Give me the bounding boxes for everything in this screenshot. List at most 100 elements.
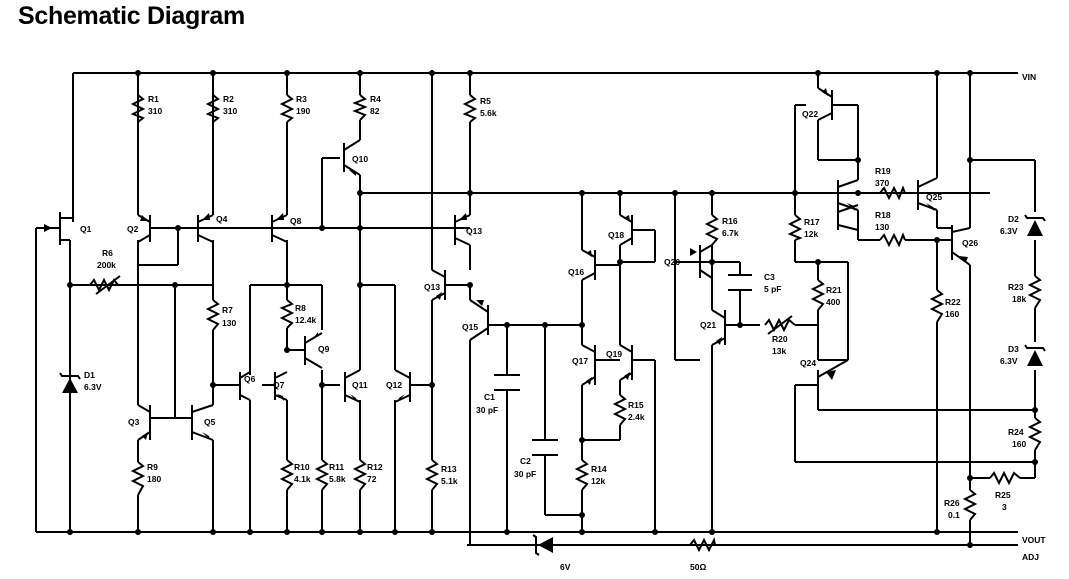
c1-value: 30 pF bbox=[476, 405, 498, 415]
r8-ref: R8 bbox=[295, 303, 306, 313]
r21-value: 400 bbox=[826, 297, 840, 307]
q9-label: Q9 bbox=[318, 344, 330, 354]
r5-value: 5.6k bbox=[480, 108, 497, 118]
resistor-r17: R17 12k bbox=[787, 214, 820, 241]
r5-ref: R5 bbox=[480, 96, 491, 106]
d1-ref: D1 bbox=[84, 370, 95, 380]
q22-label: Q22 bbox=[802, 109, 818, 119]
resistor-r18: R18 130 bbox=[875, 210, 906, 248]
wiring bbox=[69, 73, 1036, 546]
transistor-q24: Q24 bbox=[795, 358, 849, 410]
resistor-r8: R8 12.4k bbox=[279, 299, 317, 329]
resistor-r13: R13 5.1k bbox=[424, 459, 458, 491]
r26-ref: R26 bbox=[944, 498, 960, 508]
vin-label: VIN bbox=[1022, 72, 1036, 82]
resistor-r3: R3 190 bbox=[279, 94, 310, 123]
r4-ref: R4 bbox=[370, 94, 381, 104]
resistor-r16: R16 6.7k bbox=[704, 214, 739, 246]
transistor-q18: Q18 bbox=[608, 214, 633, 246]
page-title: Schematic Diagram bbox=[18, 2, 245, 30]
transistor-q1: Q1 bbox=[36, 212, 92, 250]
resistor-r10: R10 4.1k bbox=[279, 459, 311, 491]
r13-value: 5.1k bbox=[441, 476, 458, 486]
q26-label: Q26 bbox=[962, 238, 978, 248]
r23-value: 18k bbox=[1012, 294, 1026, 304]
r7-ref: R7 bbox=[222, 305, 233, 315]
q19-label: Q19 bbox=[606, 349, 622, 359]
transistor-q2: Q2 bbox=[127, 214, 151, 243]
q1-label: Q1 bbox=[80, 224, 92, 234]
resistor-r5: R5 5.6k bbox=[462, 94, 497, 123]
r1-ref: R1 bbox=[148, 94, 159, 104]
r9-value: 180 bbox=[147, 474, 161, 484]
r24-ref: R24 bbox=[1008, 427, 1024, 437]
r15-value: 2.4k bbox=[628, 412, 645, 422]
c1-ref: C1 bbox=[484, 392, 495, 402]
r13-ref: R13 bbox=[441, 464, 457, 474]
resistor-r26: R26 0.1 bbox=[944, 489, 978, 521]
resistor-r11: R11 5.8k bbox=[314, 459, 346, 491]
capacitor-c1: C1 30 pF bbox=[476, 374, 520, 415]
r15-ref: R15 bbox=[628, 400, 644, 410]
q8-label: Q8 bbox=[290, 216, 302, 226]
c2-value: 30 pF bbox=[514, 469, 536, 479]
r6-ref: R6 bbox=[102, 248, 113, 258]
resistor-r9: R9 180 bbox=[130, 461, 161, 496]
transistor-q6: Q6 bbox=[239, 371, 256, 401]
r25-value: 3 bbox=[1002, 502, 1007, 512]
r16-ref: R16 bbox=[722, 216, 738, 226]
transistor-q20: Q20 bbox=[664, 244, 713, 279]
r22-value: 160 bbox=[945, 309, 959, 319]
r25-ref: R25 bbox=[995, 490, 1011, 500]
r20-value: 13k bbox=[772, 346, 786, 356]
transistor-q3: Q3 bbox=[128, 404, 151, 441]
r14-value: 12k bbox=[591, 476, 605, 486]
transistor-q10: Q10 bbox=[343, 139, 368, 176]
capacitor-c3: C3 5 pF bbox=[728, 272, 781, 294]
d3-value: 6.3V bbox=[1000, 356, 1018, 366]
q16-label: Q16 bbox=[568, 267, 584, 277]
resistor-r15: R15 2.4k bbox=[612, 394, 645, 426]
r8-value: 12.4k bbox=[295, 315, 317, 325]
transistor-q12: Q12 bbox=[386, 369, 411, 403]
resistor-r19: R19 370 bbox=[875, 166, 906, 201]
r14-ref: R14 bbox=[591, 464, 607, 474]
r7-value: 130 bbox=[222, 318, 236, 328]
resistor-r21: R21 400 bbox=[810, 279, 842, 311]
q18-label: Q18 bbox=[608, 230, 624, 240]
zener-6v: 6V bbox=[532, 534, 571, 572]
r24-value: 160 bbox=[1012, 439, 1026, 449]
transistor-q11: Q11 bbox=[344, 369, 368, 403]
r19-ref: R19 bbox=[875, 166, 891, 176]
q15-label: Q15 bbox=[462, 322, 478, 332]
resistor-r20: R20 13k bbox=[764, 315, 796, 356]
q5-label: Q5 bbox=[204, 417, 216, 427]
q3-label: Q3 bbox=[128, 417, 140, 427]
r2-ref: R2 bbox=[223, 94, 234, 104]
d2-value: 6.3V bbox=[1000, 226, 1018, 236]
r10-value: 4.1k bbox=[294, 474, 311, 484]
resistor-r6: R6 200k bbox=[89, 248, 121, 295]
r6-value: 200k bbox=[97, 260, 116, 270]
r18-value: 130 bbox=[875, 222, 889, 232]
r2-value: 310 bbox=[223, 106, 237, 116]
q6-label: Q6 bbox=[244, 374, 256, 384]
r17-value: 12k bbox=[804, 229, 818, 239]
q4-label: Q4 bbox=[216, 214, 228, 224]
transistor-q22: Q22 bbox=[802, 87, 833, 121]
c2-ref: C2 bbox=[520, 456, 531, 466]
transistor-q26: Q26 bbox=[951, 225, 978, 266]
r17-ref: R17 bbox=[804, 217, 820, 227]
diodes: D1 6.3V D2 6.3V D3 6.3V 6V bbox=[59, 214, 1046, 572]
transistor-q16: Q16 bbox=[568, 249, 596, 281]
resistor-r22: R22 160 bbox=[929, 289, 961, 323]
r19-value: 370 bbox=[875, 178, 889, 188]
q10-label: Q10 bbox=[352, 154, 368, 164]
resistor-r24: R24 160 bbox=[1008, 417, 1043, 451]
q2-label: Q2 bbox=[127, 224, 139, 234]
d6v-value: 6V bbox=[560, 562, 571, 572]
r9-ref: R9 bbox=[147, 462, 158, 472]
q14-label: Q13 bbox=[466, 226, 482, 236]
transistor-q14: Q13 bbox=[454, 213, 482, 246]
zener-d1: D1 6.3V bbox=[59, 370, 102, 393]
